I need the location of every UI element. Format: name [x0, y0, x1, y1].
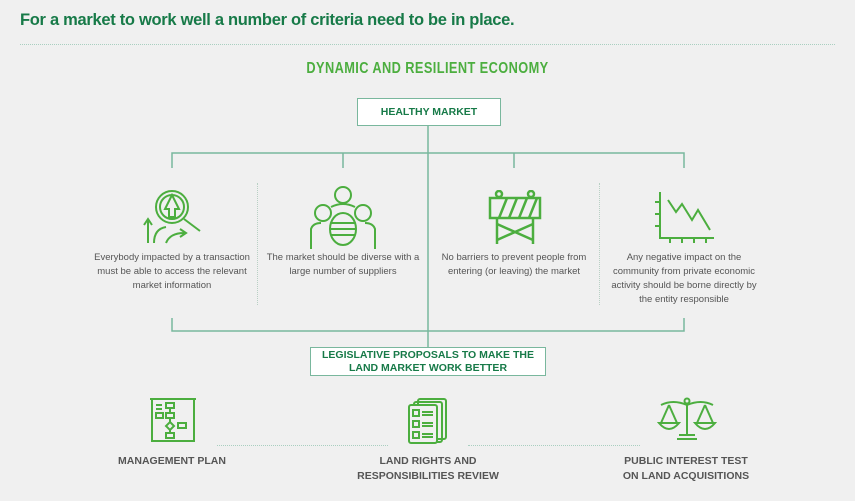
scales-of-justice-icon — [657, 397, 717, 440]
divider — [468, 445, 640, 446]
economy-heading: DYNAMIC AND RESILIENT ECONOMY — [306, 60, 549, 77]
separator — [599, 183, 600, 305]
proposal-label: RESPONSIBILITIES REVIEW — [357, 470, 499, 482]
criterion-no-barriers: No barriers to prevent people from enter… — [441, 252, 587, 277]
magnifier-arrows-icon — [143, 190, 201, 244]
flowchart-board-icon — [150, 398, 196, 442]
barrier-icon — [488, 190, 542, 244]
group-of-people-icon — [310, 186, 376, 249]
separator — [257, 183, 258, 305]
divider — [217, 445, 388, 446]
declining-chart-icon — [655, 192, 714, 243]
divider — [20, 44, 835, 45]
proposal-label: MANAGEMENT PLAN — [118, 455, 226, 467]
proposal-land-rights-review: LAND RIGHTS AND RESPONSIBILITIES REVIEW — [328, 454, 528, 484]
proposal-public-interest-test: PUBLIC INTEREST TEST ON LAND ACQUISITION… — [586, 454, 786, 484]
page-title: For a market to work well a number of cr… — [20, 11, 515, 29]
criterion-information: Everybody impacted by a transaction must… — [94, 252, 250, 291]
healthy-market-box: HEALTHY MARKET — [357, 98, 501, 126]
proposal-label: PUBLIC INTEREST TEST — [624, 455, 748, 467]
proposal-label: ON LAND ACQUISITIONS — [622, 470, 750, 482]
criterion-externalities: Any negative impact on the community fro… — [611, 252, 757, 305]
proposal-label: LAND RIGHTS AND — [379, 455, 477, 467]
criterion-diversity: The market should be diverse with a larg… — [266, 252, 420, 277]
checklist-documents-icon — [408, 398, 447, 444]
proposal-management-plan: MANAGEMENT PLAN — [72, 454, 272, 469]
legislative-line-2: LAND MARKET WORK BETTER — [348, 361, 508, 374]
legislative-line-1: LEGISLATIVE PROPOSALS TO MAKE THE — [322, 348, 534, 361]
